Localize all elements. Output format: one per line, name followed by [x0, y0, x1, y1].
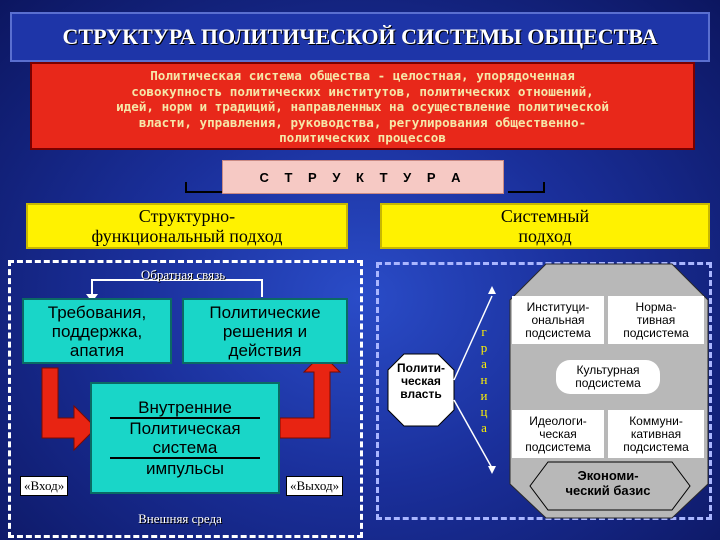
environment-label: Внешняя среда: [138, 511, 222, 526]
structural-functional-approach: Структурно- функциональный подход: [26, 203, 348, 249]
approach-line: подход: [518, 226, 572, 246]
systemic-approach: Системный подход: [380, 203, 710, 249]
output-arrow: [279, 353, 342, 439]
decisions-line: Политические: [209, 302, 321, 322]
right-bracket-line: [508, 182, 545, 193]
definition-line: Политическая система общества - целостна…: [150, 68, 575, 83]
approach-line: функциональный подход: [91, 226, 283, 246]
demands-box: Требования, поддержка, апатия: [22, 298, 172, 364]
structural-functional-panel: [8, 260, 363, 538]
feedback-line: [91, 279, 263, 297]
subsystem-line: подсистема: [575, 376, 641, 390]
input-arrow: [41, 367, 97, 452]
systemic-panel: [376, 262, 712, 520]
economic-base-label: Экономи- ческий базис: [548, 468, 668, 498]
border-label: г р а н и ц а: [477, 324, 491, 436]
subsystem-line: Норма-: [635, 299, 677, 314]
subsystem-line: Культурная: [576, 363, 640, 377]
system-label: система: [110, 438, 260, 459]
subsystem-line: подсистема: [525, 439, 591, 454]
normative-subsystem: Норма- тивная подсистема: [608, 296, 704, 344]
power-octagon: [387, 353, 455, 427]
definition-line: совокупность политических институтов, по…: [131, 83, 594, 99]
economic-line: Экономи-: [577, 468, 639, 483]
decisions-line: решения и: [222, 321, 308, 341]
border-line-lower: [453, 399, 493, 469]
structure-label: С Т Р У К Т У Р А: [222, 160, 504, 194]
cultural-subsystem: Культурная подсистема: [556, 360, 660, 394]
demands-line: апатия: [69, 340, 125, 360]
power-line: ческая: [401, 374, 441, 388]
system-label: Политическая: [129, 419, 241, 438]
political-power-label: Полити- ческая власть: [388, 362, 454, 401]
border-letter: а: [481, 356, 487, 371]
power-line: власть: [400, 387, 442, 401]
impulses-label: импульсы: [145, 459, 224, 478]
border-arrowhead-up: [488, 286, 496, 294]
approach-line: Структурно-: [138, 206, 236, 226]
feedback-label: Обратная связь: [140, 267, 226, 282]
border-letter: и: [480, 388, 488, 403]
output-label: «Выход»: [286, 476, 344, 496]
input-label: «Вход»: [20, 476, 69, 496]
decisions-line: действия: [228, 340, 302, 360]
subsystem-line: Институци-: [526, 299, 590, 314]
definition-line: идей, норм и традиций, направленных на о…: [116, 99, 609, 114]
demands-line: поддержка,: [51, 321, 143, 341]
border-letter: ц: [480, 404, 488, 419]
political-system-box: Внутренние Политическая система импульсы: [90, 382, 280, 494]
economic-line: ческий базис: [565, 483, 651, 498]
border-letter: р: [480, 340, 488, 355]
subsystem-line: Коммуни-: [629, 413, 683, 428]
ideological-subsystem: Идеологи- ческая подсистема: [512, 410, 604, 458]
internal-impulses-label: Внутренние: [110, 398, 260, 419]
subsystem-line: подсистема: [623, 325, 689, 340]
border-line-upper: [453, 295, 493, 381]
subsystem-line: Идеологи-: [529, 413, 587, 428]
subsystem-line: тивная: [636, 312, 676, 327]
page-title: СТРУКТУРА ПОЛИТИЧЕСКОЙ СИСТЕМЫ ОБЩЕСТВА: [10, 12, 710, 62]
communicative-subsystem: Коммуни- кативная подсистема: [608, 410, 704, 458]
definition-block: Политическая система общества - целостна…: [30, 62, 695, 150]
border-letter: г: [481, 324, 487, 339]
approach-line: Системный: [500, 206, 590, 226]
definition-line: политических процессов: [279, 130, 446, 145]
border-arrowhead-down: [488, 466, 496, 474]
structure-brackets: [185, 182, 545, 193]
demands-line: Требования,: [47, 302, 147, 322]
border-letter: а: [481, 420, 487, 435]
left-bracket-line: [185, 182, 222, 193]
power-line: Полити-: [397, 361, 445, 375]
subsystem-line: подсистема: [525, 325, 591, 340]
subsystem-line: кативная: [630, 426, 682, 441]
institutional-subsystem: Институци- ональная подсистема: [512, 296, 604, 344]
economic-base-shape: [529, 461, 691, 511]
subsystem-line: ональная: [531, 312, 585, 327]
definition-line: власти, управления, руководства, регулир…: [138, 114, 587, 130]
subsystem-line: подсистема: [623, 439, 689, 454]
border-letter: н: [480, 372, 488, 387]
subsystem-line: ческая: [539, 426, 577, 441]
decisions-box: Политические решения и действия: [182, 298, 348, 364]
